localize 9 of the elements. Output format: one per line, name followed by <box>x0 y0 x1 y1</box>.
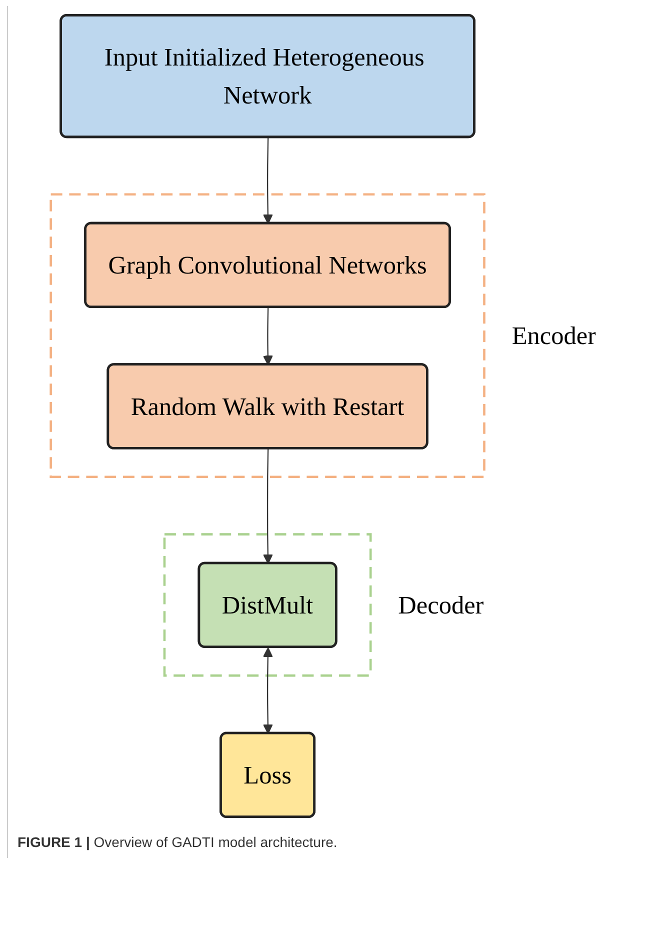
arrow <box>262 448 272 564</box>
cluster <box>49 193 485 478</box>
arrow <box>262 647 272 734</box>
arrow <box>262 307 272 366</box>
node-label: Encoder <box>511 321 596 350</box>
arrow <box>262 137 272 224</box>
figure-caption: FIGURE 1 | Overview of GADTI model architecture. <box>16 833 338 852</box>
node-label: Decoder <box>398 590 484 620</box>
cluster <box>162 533 372 677</box>
